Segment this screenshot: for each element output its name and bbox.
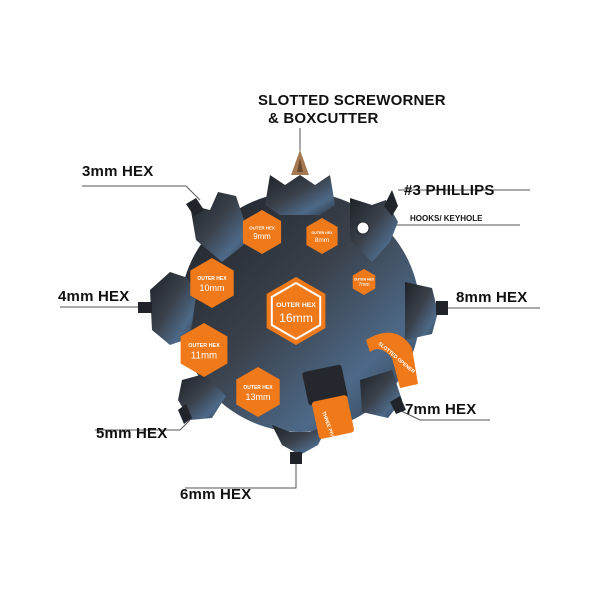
hex-socket: OUTER HEX 16mm: [266, 277, 326, 345]
slotted-tip-shade: [297, 158, 303, 172]
label-slotted-line1: SLOTTED SCREWORNER: [258, 92, 446, 109]
hex-socket-shape: [306, 218, 338, 254]
hex-socket: OUTER HEX 9mm: [242, 210, 282, 254]
hex-socket-caption: OUTER HEX: [243, 385, 273, 391]
bit-7mm: [390, 396, 406, 414]
label-5mm-hex: 5mm HEX: [96, 425, 168, 442]
hex-socket-size: 16mm: [279, 311, 313, 325]
arm-right: [405, 282, 438, 340]
hex-socket-size: 11mm: [191, 351, 217, 362]
hex-socket-caption: OUTER HEX: [249, 225, 275, 230]
hex-socket-inner-ring: [270, 281, 322, 341]
bit-3mm: [186, 198, 204, 216]
hex-socket-caption: OUTER HEX: [354, 277, 375, 281]
hex-socket-caption: OUTER HEX: [276, 302, 316, 309]
hex-socket-size: 8mm: [315, 237, 329, 244]
label-8mm-hex: 8mm HEX: [456, 289, 528, 306]
hex-socket-size: 10mm: [199, 283, 224, 293]
arm-upper-left: [190, 192, 250, 262]
arm-top: [265, 175, 335, 215]
hex-socket-caption: OUTER HEX: [188, 343, 220, 349]
hex-socket-caption: OUTER HEX: [197, 276, 227, 282]
arm-left: [150, 272, 196, 345]
keyhole-icon: [356, 221, 370, 235]
hex-socket-shape: [352, 269, 376, 295]
label-hooks-keyhole: HOOKS/ KEYHOLE: [410, 214, 483, 223]
label-3mm-hex: 3mm HEX: [82, 163, 154, 180]
hex-socket-shape: [236, 367, 280, 417]
hex-socket-size: 13mm: [245, 392, 270, 402]
hex-socket-shape: [190, 258, 234, 308]
label-6mm-hex: 6mm HEX: [180, 486, 252, 503]
screw-opener-orange: [312, 395, 354, 439]
label-phillips: #3 PHILLIPS: [404, 182, 495, 199]
hex-socket: OUTER HEX 11mm: [180, 323, 228, 377]
arm-lower-left: [178, 374, 226, 420]
label-7mm-hex: 7mm HEX: [405, 401, 477, 418]
screw-opener-dark: [302, 364, 348, 406]
hex-socket-shape: [242, 210, 282, 254]
hex-socket: OUTER HEX 8mm: [306, 218, 338, 254]
leader-7mm: [394, 407, 490, 421]
bit-8mm: [436, 301, 448, 315]
leader-3mm: [82, 185, 201, 201]
arm-lower-right: [360, 370, 402, 418]
screw-opener: THREE PIVOT: [302, 364, 354, 444]
tool-bits: [138, 190, 448, 464]
arm-upper-right: [350, 198, 398, 262]
hex-socket-shape: [266, 277, 326, 345]
leader-5mm: [95, 419, 191, 431]
hex-socket-size: 7mm: [358, 282, 369, 288]
bottle-opener-shape: [366, 332, 418, 388]
bit-4mm: [138, 302, 152, 313]
tool-arms: [150, 175, 438, 455]
bit-6mm: [290, 452, 302, 464]
bit-phillips: [384, 190, 398, 216]
hex-socket-size: 9mm: [253, 232, 271, 241]
arm-bottom: [272, 425, 328, 455]
hex-socket-shape: [180, 323, 228, 377]
label-slotted-line2: & BOXCUTTER: [268, 110, 379, 127]
bit-5mm: [178, 404, 192, 424]
label-4mm-hex: 4mm HEX: [58, 288, 130, 305]
hex-socket-caption: OUTER HEX: [312, 231, 334, 235]
leader-6mm: [185, 462, 297, 489]
